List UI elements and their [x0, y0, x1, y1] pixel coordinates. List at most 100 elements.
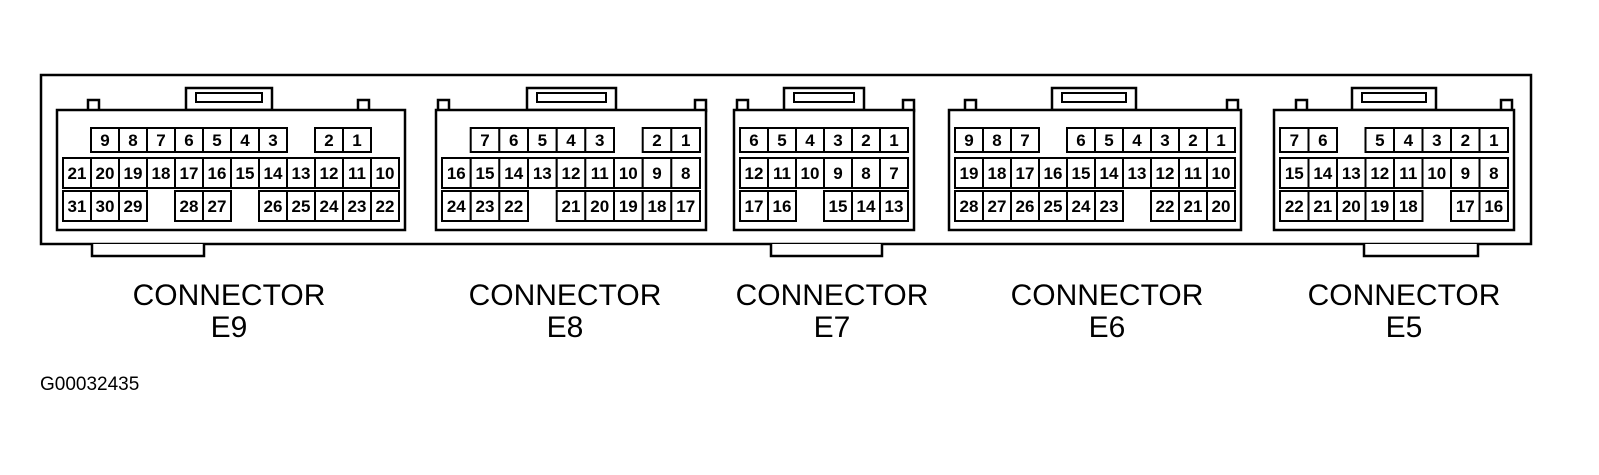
pin-cell: 28	[174, 190, 204, 222]
pin-box	[1178, 190, 1208, 222]
pin-cell: 18	[1393, 190, 1424, 222]
pin-box	[613, 190, 644, 222]
pin-cell: 5	[527, 127, 558, 153]
pin-cell: 7	[469, 127, 501, 153]
pin-cell: 11	[342, 157, 372, 189]
pin-box	[146, 127, 176, 153]
pin-box	[641, 190, 673, 222]
pin-number: 15	[1072, 164, 1091, 183]
pin-number: 2	[324, 131, 333, 150]
pin-cell: 3	[258, 127, 288, 153]
pin-cell: 14	[498, 157, 529, 189]
figure-id: G00032435	[40, 374, 140, 395]
pin-number: 3	[833, 131, 842, 150]
pin-number: 1	[889, 131, 898, 150]
pin-cell: 23	[1094, 190, 1124, 222]
pin-cell: 2	[1178, 127, 1208, 153]
pin-number: 10	[801, 164, 820, 183]
pin-number: 7	[156, 131, 165, 150]
pin-cell: 23	[342, 190, 372, 222]
pin-box	[1094, 190, 1124, 222]
pin-box	[670, 127, 701, 153]
pin-number: 14	[504, 164, 523, 183]
pin-cell: 16	[441, 157, 472, 189]
pin-box	[670, 190, 701, 222]
pin-number: 24	[447, 197, 466, 216]
pin-cell: 4	[555, 127, 587, 153]
pin-cell: 10	[613, 157, 644, 189]
pin-cell: 7	[1279, 127, 1310, 153]
pin-box	[258, 127, 288, 153]
connector-label-title: CONNECTOR	[1010, 279, 1204, 312]
pin-number: 21	[562, 197, 581, 216]
pin-number: 12	[1156, 164, 1175, 183]
pin-number: 20	[96, 164, 115, 183]
pin-cell: 19	[118, 157, 148, 189]
pin-cell: 2	[314, 127, 344, 153]
pin-number: 21	[1313, 197, 1332, 216]
pin-number: 7	[889, 164, 898, 183]
pin-box	[879, 190, 909, 222]
pin-cell: 23	[469, 190, 501, 222]
pin-cell: 12	[314, 157, 344, 189]
pin-box	[230, 157, 260, 189]
pin-box	[202, 190, 232, 222]
pin-cell: 25	[286, 190, 316, 222]
pin-box	[1066, 190, 1096, 222]
pin-number: 23	[476, 197, 495, 216]
pin-number: 29	[124, 197, 143, 216]
connector-latch-slot	[195, 92, 263, 103]
pin-box	[90, 190, 120, 222]
pin-number: 10	[1427, 164, 1446, 183]
pin-cell: 2	[851, 127, 881, 153]
pin-box	[1393, 190, 1424, 222]
pin-box	[1307, 127, 1338, 153]
pin-box	[498, 190, 529, 222]
pin-cell: 10	[370, 157, 400, 189]
pin-cell: 3	[584, 127, 615, 153]
pin-box	[469, 157, 501, 189]
pin-number: 27	[208, 197, 227, 216]
pin-cell: 22	[1150, 190, 1180, 222]
pin-number: 4	[1404, 131, 1414, 150]
connector-latch-slot	[1361, 92, 1427, 103]
pin-box	[118, 190, 148, 222]
pin-cell: 16	[202, 157, 232, 189]
pin-cell: 6	[1307, 127, 1338, 153]
pin-cell: 19	[613, 190, 644, 222]
pin-number: 21	[1184, 197, 1203, 216]
pin-number: 13	[1342, 164, 1361, 183]
pin-number: 28	[960, 197, 979, 216]
pin-cell: 15	[469, 157, 501, 189]
connector-label-id: E6	[1088, 311, 1126, 344]
pin-box	[1336, 157, 1367, 189]
pin-cell: 17	[174, 157, 204, 189]
pin-cell: 29	[118, 190, 148, 222]
pin-number: 19	[1370, 197, 1389, 216]
pin-box	[767, 190, 797, 222]
pin-number: 1	[1216, 131, 1225, 150]
pin-box	[1094, 127, 1124, 153]
pin-number: 8	[681, 164, 690, 183]
pin-cell: 17	[670, 190, 701, 222]
pin-box	[1478, 127, 1509, 153]
pin-cell: 6	[174, 127, 204, 153]
pin-cell: 18	[146, 157, 176, 189]
pin-cell: 14	[851, 190, 881, 222]
pin-box	[174, 127, 204, 153]
pin-number: 3	[1432, 131, 1441, 150]
pin-cell: 6	[498, 127, 529, 153]
pin-cell: 9	[90, 127, 120, 153]
connector-label-title: CONNECTOR	[1307, 279, 1501, 312]
pin-box	[584, 190, 615, 222]
pin-number: 11	[591, 164, 609, 183]
pin-number: 9	[652, 164, 661, 183]
pin-cell: 27	[982, 190, 1012, 222]
pin-box	[1150, 157, 1180, 189]
connector-latch-slot	[1061, 92, 1127, 103]
pin-cell: 27	[202, 190, 232, 222]
pin-cell: 1	[879, 127, 909, 153]
pin-box	[1364, 157, 1395, 189]
